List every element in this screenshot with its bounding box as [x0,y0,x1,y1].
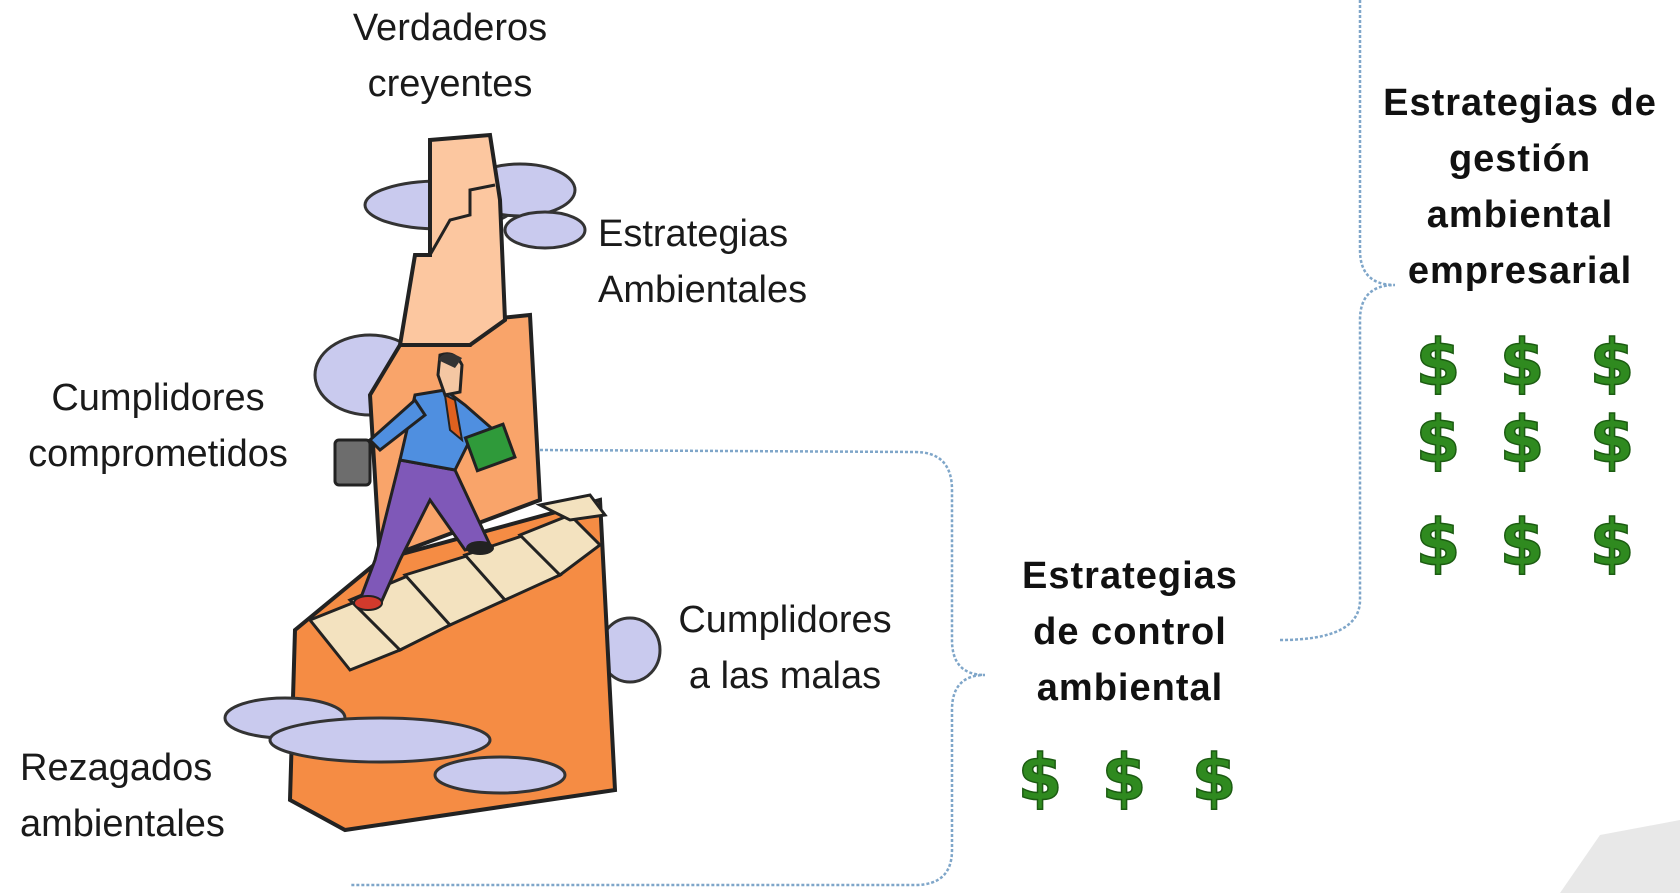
dollar-group-control: $ $ $ [1017,741,1237,817]
label-true-believers: Verdaderos creyentes [352,7,548,105]
bracket-management [1279,0,1396,642]
dollar-icon: $ [1018,742,1063,816]
bracket-control [350,448,986,887]
label-management-strategies: Estrategias de gestión ambiental empresa… [1383,82,1657,292]
tower-top [397,132,508,347]
corner-decoration [1560,820,1680,893]
dollar-icon: $ [1416,507,1461,581]
folder-icon [463,422,517,473]
dollar-icon: $ [1102,742,1147,816]
businessman-figure [333,352,517,611]
dollar-icon: $ [1416,327,1461,401]
dollar-icon: $ [1500,404,1545,478]
label-committed-compliers: Cumplidores comprometidos [28,377,288,475]
dollar-icon: $ [1590,404,1635,478]
dollar-group-management: $ $ $ $ $ $ $ $ $ [1415,326,1635,582]
dollar-icon: $ [1590,507,1635,581]
label-environmental-strategies: Estrategias Ambientales [598,213,808,311]
dollar-icon: $ [1416,404,1461,478]
dollar-icon: $ [1500,507,1545,581]
label-environmental-laggards: Rezagados ambientales [20,747,225,845]
dollar-icon: $ [1192,742,1237,816]
briefcase-icon [333,438,372,487]
label-reluctant-compliers: Cumplidores a las malas [678,599,892,697]
cloud-lower [223,696,567,795]
label-control-strategies: Estrategias de control ambiental [1022,555,1238,709]
dollar-icon: $ [1590,327,1635,401]
dollar-icon: $ [1500,327,1545,401]
